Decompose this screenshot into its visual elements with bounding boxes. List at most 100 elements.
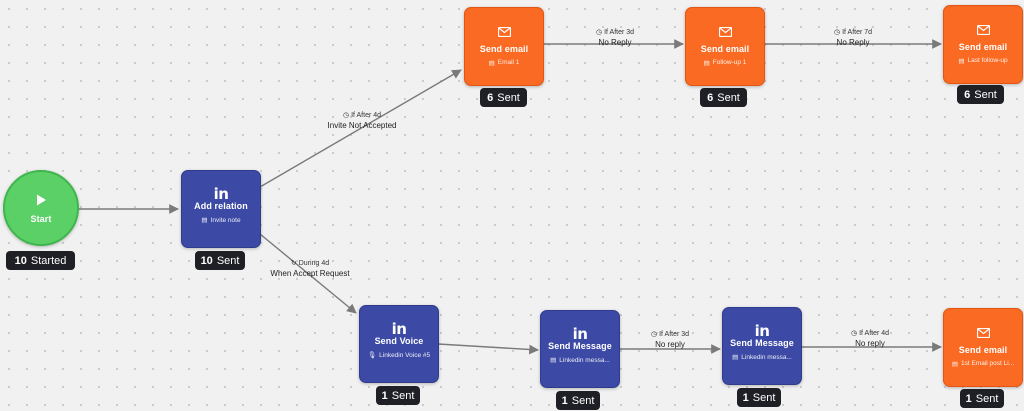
message-icon: ▤	[703, 59, 710, 67]
send-voice-badge-count: 1	[381, 389, 388, 402]
send-voice-node[interactable]: in Send Voice 🎙 Linkedin Voice #5	[359, 305, 439, 383]
edge-condition-accept: ↻During 4d	[270, 259, 349, 269]
add-relation-badge-text: Sent	[216, 254, 240, 267]
send-message-node-1[interactable]: in Send Message ▤ Linkedin messa...	[540, 310, 620, 388]
add-relation-sub-text: Invite note	[210, 216, 241, 224]
send-email-1-sub: ▤ Email 1	[489, 59, 520, 67]
add-relation-sub: ▤ Invite note	[201, 216, 241, 225]
send-email-3-badge: 6 Sent	[957, 85, 1004, 104]
send-message-1-badge: 1 Sent	[556, 391, 600, 410]
edge-condition-invite-text: If After 4d	[351, 112, 382, 119]
message-icon: ▤	[958, 57, 965, 65]
start-badge-text: Started	[30, 254, 67, 267]
edge-label-email2-email3-text: No Reply	[836, 38, 870, 47]
send-voice-badge-text: Sent	[391, 389, 415, 402]
refresh-icon: ↻	[290, 260, 297, 267]
edge-label-message1-message2-text: No reply	[655, 340, 685, 349]
clock-icon: ◷	[850, 330, 858, 337]
microphone-icon: 🎙	[367, 352, 377, 359]
send-message-2-sub: ▤ Linkedin messa...	[732, 353, 792, 362]
send-voice-sub-text: Linkedin Voice #5	[379, 351, 431, 359]
send-voice-title: Send Voice	[374, 336, 424, 346]
send-email-1-badge: 6 Sent	[480, 88, 527, 107]
send-voice-sub: 🎙 Linkedin Voice #5	[367, 351, 431, 360]
send-email-2-badge-text: Sent	[717, 91, 740, 104]
send-email-4-badge-count: 1	[965, 392, 972, 405]
send-message-2-badge-text: Sent	[752, 391, 776, 404]
message-icon: ▤	[732, 354, 739, 361]
send-email-2-badge: 6 Sent	[700, 88, 747, 107]
send-message-2-badge: 1 Sent	[737, 388, 781, 407]
send-email-4-sub-text: 1st Email post Li...	[961, 360, 1015, 367]
edge-label-invite[interactable]: ◷If After 4d Invite Not Accepted	[328, 111, 397, 131]
send-email-1-title: Send email	[479, 43, 529, 54]
send-email-3-sub: ▤ Last follow-up	[958, 57, 1007, 65]
send-email-4-badge: 1 Sent	[960, 389, 1004, 408]
send-email-3-title: Send email	[958, 41, 1008, 52]
edge-condition-message2-email4: ◷If After 4d	[851, 329, 889, 339]
edge-label-message1-message2[interactable]: ◷If After 3d No reply	[651, 330, 689, 350]
edge-condition-email1-email2-text: If After 3d	[604, 29, 635, 36]
send-email-node-3[interactable]: Send email ▤ Last follow-up	[943, 5, 1023, 84]
send-email-node-1[interactable]: Send email ▤ Email 1	[464, 7, 544, 86]
message-icon: ▤	[951, 360, 959, 368]
envelope-icon	[976, 327, 990, 338]
send-email-3-badge-count: 6	[964, 88, 971, 101]
edge-label-accept-text: When Accept Request	[270, 269, 350, 278]
edge-condition-message1-message2: ◷If After 3d	[651, 330, 689, 340]
send-email-node-4[interactable]: Send email ▤ 1st Email post Li...	[943, 308, 1023, 387]
send-message-1-sub-text: Linkedin messa...	[559, 356, 610, 364]
send-message-1-title: Send Message	[548, 341, 612, 351]
send-message-1-badge-text: Sent	[571, 394, 595, 407]
edge-addrelation-email1	[259, 69, 462, 188]
edge-condition-message2-email4-text: If After 4d	[859, 330, 890, 337]
envelope-icon	[718, 26, 732, 37]
edge-voice-message1	[437, 343, 539, 355]
send-email-2-title: Send email	[700, 43, 750, 54]
send-email-node-2[interactable]: Send email ▤ Follow-up 1	[685, 7, 765, 86]
send-email-4-title: Send email	[958, 344, 1008, 355]
send-message-2-title: Send Message	[730, 338, 794, 348]
edge-condition-message1-message2-text: If After 3d	[659, 331, 690, 338]
start-node[interactable]: Start	[3, 170, 79, 246]
edge-label-message2-email4-text: No reply	[855, 339, 885, 348]
start-badge: 10 Started	[6, 251, 75, 270]
send-message-2-badge-count: 1	[742, 391, 749, 404]
send-voice-badge: 1 Sent	[376, 386, 420, 405]
send-email-4-badge-text: Sent	[975, 392, 999, 405]
edge-condition-email1-email2: ◷If After 3d	[596, 28, 634, 38]
edge-label-email1-email2[interactable]: ◷If After 3d No Reply	[596, 28, 634, 48]
edge-condition-accept-text: During 4d	[298, 260, 330, 267]
start-label: Start	[30, 213, 52, 224]
clock-icon: ◷	[650, 331, 658, 338]
note-icon: ▤	[201, 217, 208, 224]
envelope-icon	[976, 24, 990, 35]
edge-label-accept[interactable]: ↻During 4d When Accept Request	[270, 259, 349, 279]
send-email-3-badge-text: Sent	[974, 88, 997, 101]
message-icon: ▤	[488, 59, 495, 67]
send-email-3-sub-text: Last follow-up	[967, 57, 1008, 64]
message-icon: ▤	[550, 357, 557, 364]
send-email-2-badge-count: 6	[707, 91, 714, 104]
edge-condition-email2-email3: ◷If After 7d	[834, 28, 872, 38]
edge-addrelation-voice	[259, 233, 357, 314]
send-message-2-sub-text: Linkedin messa...	[741, 353, 792, 361]
edge-label-email2-email3[interactable]: ◷If After 7d No Reply	[834, 28, 872, 48]
send-email-2-sub-text: Follow-up 1	[712, 59, 747, 66]
envelope-icon	[497, 26, 511, 37]
clock-icon: ◷	[595, 29, 603, 36]
add-relation-node[interactable]: in Add relation ▤ Invite note	[181, 170, 261, 248]
clock-icon: ◷	[342, 112, 350, 119]
send-message-1-badge-count: 1	[561, 394, 568, 407]
edge-label-message2-email4[interactable]: ◷If After 4d No reply	[851, 329, 889, 349]
send-email-1-sub-text: Email 1	[497, 59, 520, 66]
send-message-node-2[interactable]: in Send Message ▤ Linkedin messa...	[722, 307, 802, 385]
send-message-1-sub: ▤ Linkedin messa...	[550, 356, 610, 365]
edge-label-email1-email2-text: No Reply	[598, 38, 632, 47]
start-badge-count: 10	[14, 254, 27, 267]
send-email-4-sub: ▤ 1st Email post Li...	[952, 360, 1014, 368]
edge-condition-invite: ◷If After 4d	[328, 111, 397, 121]
add-relation-title: Add relation	[194, 201, 248, 211]
send-email-2-sub: ▤ Follow-up 1	[704, 59, 747, 67]
